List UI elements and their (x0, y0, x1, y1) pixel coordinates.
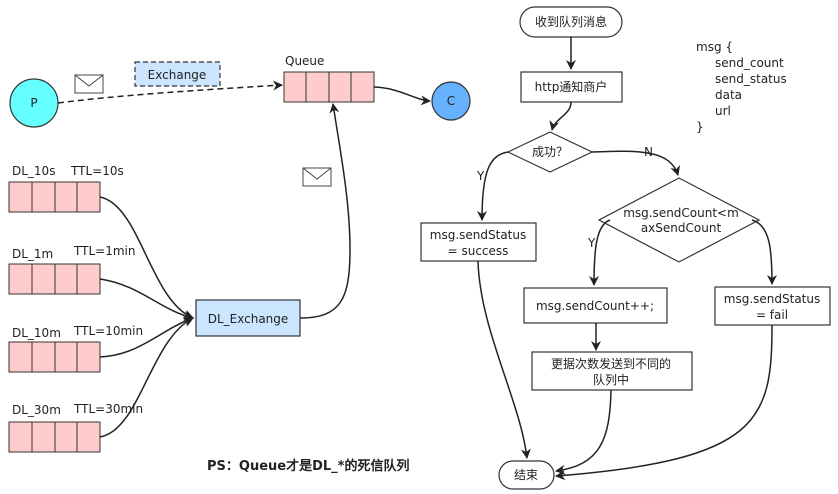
svg-text:msg.sendStatus: msg.sendStatus (724, 292, 820, 306)
dl-exchange-label: DL_Exchange (208, 312, 289, 326)
svg-text:msg.sendCount<m: msg.sendCount<m (623, 206, 739, 220)
ps-note: PS：Queue才是DL_*的死信队列 (207, 458, 409, 474)
dl-arrow-10s (99, 196, 194, 320)
arrow-fail-end (555, 324, 773, 481)
status-fail-node: msg.sendStatus = fail (714, 286, 831, 326)
main-queue: Queue (283, 54, 375, 103)
svg-text:msg.sendStatus: msg.sendStatus (430, 228, 526, 242)
svg-text:msg.sendCount++;: msg.sendCount++; (536, 299, 654, 313)
svg-text:DL_10s: DL_10s (12, 164, 55, 178)
dl-exchange-to-queue-arrow (299, 103, 351, 319)
consumer-node: C (431, 81, 471, 121)
svg-text:}: } (696, 120, 704, 134)
svg-text:url: url (715, 104, 731, 118)
dl-arrow-30m (99, 317, 194, 438)
no-label: N (644, 145, 653, 159)
svg-text:send_count: send_count (715, 56, 784, 70)
svg-text:= fail: = fail (756, 308, 788, 322)
exchange-node: Exchange (134, 61, 221, 87)
dl-queue-1m: DL_1m TTL=1min (8, 244, 135, 295)
arrow-yes2-increment (589, 219, 611, 286)
arrow-success-end (477, 260, 531, 459)
svg-text:= success: = success (448, 244, 509, 258)
svg-text:TTL=10min: TTL=10min (73, 324, 143, 338)
svg-text:队列中: 队列中 (593, 372, 629, 387)
svg-text:TTL=30min: TTL=30min (73, 402, 143, 416)
producer-label: P (30, 96, 37, 110)
arrow-no-count (591, 150, 681, 176)
envelope-icon (302, 167, 332, 187)
svg-text:msg {: msg { (696, 40, 733, 54)
notify-node: http通知商户 (520, 71, 623, 103)
svg-text:TTL=1min: TTL=1min (73, 244, 135, 258)
decision-success: 成功？ (506, 131, 594, 173)
start-node: 收到队列消息 (519, 6, 623, 38)
decision-count: msg.sendCount<m axSendCount (597, 177, 761, 263)
arrow-count-fail (751, 219, 777, 285)
svg-text:收到队列消息: 收到队列消息 (535, 14, 607, 29)
exchange-label: Exchange (148, 68, 207, 82)
arrow-resend-end (555, 389, 612, 475)
svg-text:DL_1m: DL_1m (12, 247, 53, 261)
dl-queue-10s: DL_10s TTL=10s (8, 164, 124, 213)
queue-label: Queue (285, 54, 324, 68)
arrow-notify-decision (549, 101, 572, 131)
publish-arrow (57, 80, 283, 104)
dl-queue-30m: DL_30m TTL=30min (8, 402, 143, 453)
yes2-label: Y (587, 236, 596, 250)
dl-queue-10m: DL_10m TTL=10min (8, 324, 143, 373)
arrow-yes-success (477, 151, 509, 221)
svg-text:http通知商户: http通知商户 (535, 79, 608, 94)
producer-node: P (9, 78, 59, 128)
svg-text:结束: 结束 (514, 468, 538, 482)
svg-text:data: data (715, 88, 742, 102)
svg-text:更据次数发送到不同的: 更据次数发送到不同的 (551, 356, 671, 371)
yes-label: Y (476, 169, 485, 183)
consumer-label: C (447, 94, 455, 108)
resend-node: 更据次数发送到不同的 队列中 (531, 351, 693, 391)
svg-text:DL_30m: DL_30m (12, 403, 61, 417)
msg-struct: msg { send_count send_status data url } (696, 40, 787, 134)
end-node: 结束 (498, 460, 555, 490)
svg-text:成功？: 成功？ (532, 145, 568, 159)
svg-text:axSendCount: axSendCount (641, 221, 722, 235)
dl-arrow-1m (99, 278, 194, 321)
svg-text:send_status: send_status (715, 72, 787, 86)
status-success-node: msg.sendStatus = success (420, 222, 537, 262)
svg-text:TTL=10s: TTL=10s (70, 164, 124, 178)
envelope-icon (74, 74, 104, 94)
dl-exchange-node: DL_Exchange (195, 299, 301, 337)
increment-node: msg.sendCount++; (523, 287, 668, 324)
consume-arrow (373, 86, 431, 106)
svg-text:DL_10m: DL_10m (12, 326, 61, 340)
